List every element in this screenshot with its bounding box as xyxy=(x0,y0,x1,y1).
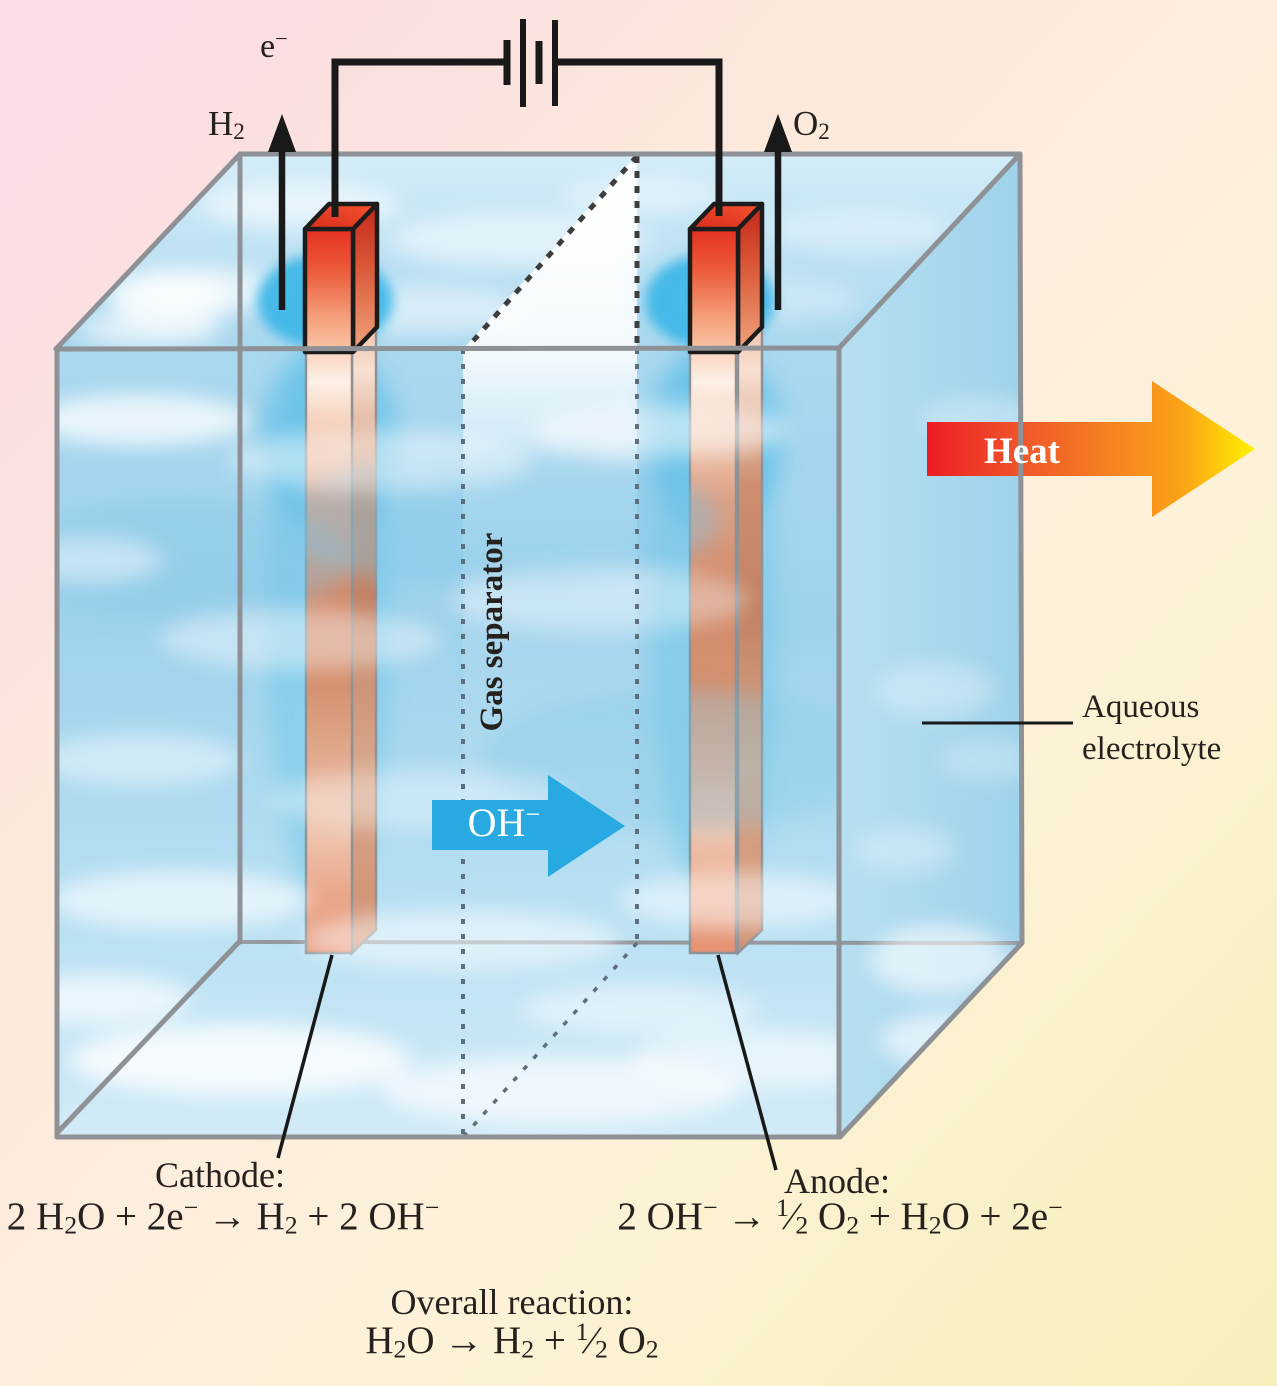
tank-edges xyxy=(53,151,1025,1140)
gas-separator-label: Gas separator xyxy=(474,532,510,732)
anode-title: Anode: xyxy=(784,1161,890,1201)
cathode-title: Cathode: xyxy=(155,1155,285,1195)
aqueous-electrolyte-label: Aqueous electrolyte xyxy=(1082,689,1222,768)
electron-label: e− xyxy=(260,26,288,66)
hydroxide-ion-label: OH− xyxy=(467,799,541,846)
overall-reaction-equation: H2O → H2 + 1⁄2 O2 xyxy=(365,1317,659,1364)
oxygen-arrow xyxy=(764,114,792,310)
hydroxide-arrow xyxy=(432,775,625,877)
anode-equation: 2 OH− → 1⁄2 O2 + H2O + 2e− xyxy=(617,1193,1063,1240)
anode-electrode-top xyxy=(687,201,765,355)
hydrogen-gas-label: H2 xyxy=(208,104,245,145)
overall-reaction-title: Overall reaction: xyxy=(390,1282,634,1322)
heat-label: Heat xyxy=(983,431,1061,472)
circuit-wires xyxy=(331,58,723,217)
oxygen-gas-label: O2 xyxy=(793,104,830,145)
gas-separator-plane xyxy=(463,155,637,1138)
cathode-equation: 2 H2O + 2e− → H2 + 2 OH− xyxy=(6,1193,440,1240)
front-water-clouds xyxy=(57,394,839,1124)
cathode-electrode-top xyxy=(302,201,380,355)
leader-lines xyxy=(276,721,1073,1171)
hydrogen-arrow xyxy=(268,114,296,310)
heat-arrow xyxy=(927,381,1255,517)
gas-separator-dashes xyxy=(461,154,640,1138)
battery-icon xyxy=(503,19,558,107)
